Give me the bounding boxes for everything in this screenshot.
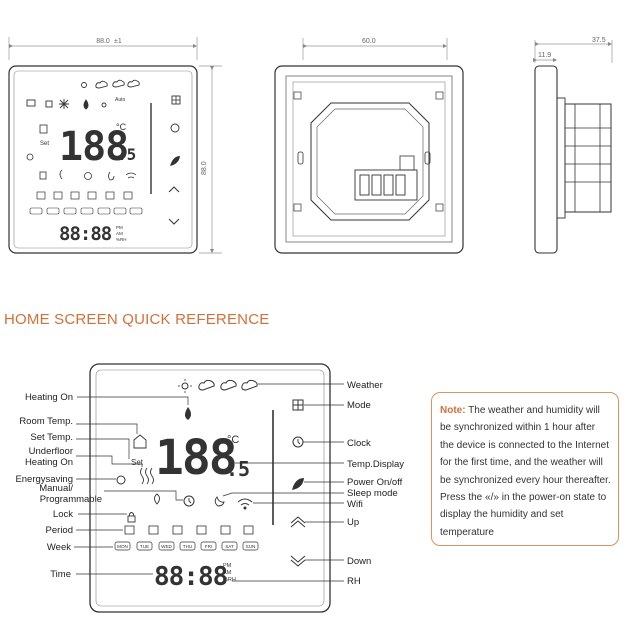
label-period: Period — [46, 525, 73, 536]
temp-decimal: .5 — [226, 457, 250, 481]
label-wifi: Wifi — [347, 499, 363, 510]
temp-digits: 188 — [155, 430, 236, 486]
label-programmable: Programmable — [40, 494, 102, 505]
note-arrows-icon: «/» — [485, 492, 499, 504]
section-title: HOME SCREEN QUICK REFERENCE — [4, 311, 270, 328]
svg-text:Auto: Auto — [115, 97, 126, 103]
label-underfloor-2: Heating On — [25, 457, 73, 468]
note-text-1: The weather and humidity will be synchro… — [440, 405, 611, 504]
weekday-fri: FRI — [205, 544, 212, 549]
label-room-temp: Room Temp. — [19, 416, 73, 427]
up-icon — [290, 516, 306, 528]
svg-text:188: 188 — [59, 124, 128, 170]
time-digits: 88:88 — [154, 562, 228, 592]
leader-lines — [74, 383, 344, 582]
label-heating-on: Heating On — [25, 392, 73, 403]
front-width-dim: 88.0 — [96, 38, 110, 45]
weekday-sun: SUN — [246, 544, 256, 549]
svg-text:AM: AM — [116, 231, 123, 236]
down-icon — [290, 555, 306, 567]
energysaving-icon — [116, 475, 126, 485]
label-rh: RH — [347, 576, 361, 587]
side-face-dim: 11.9 — [538, 52, 551, 59]
svg-text:%RH: %RH — [116, 237, 127, 242]
svg-text:%RH: %RH — [223, 577, 236, 583]
label-underfloor-1: Underfloor — [29, 446, 73, 457]
wifi-icon — [237, 498, 253, 510]
back-view: 60.0 — [274, 38, 464, 254]
manual-icon — [154, 493, 160, 505]
label-temp-display: Temp.Display — [347, 459, 404, 470]
label-sleep: Sleep mode — [347, 488, 398, 499]
power-leaf-icon — [292, 478, 304, 490]
svg-text:AM: AM — [223, 570, 232, 576]
week-row: MON TUE WED THU FRI SAT SUN — [114, 541, 259, 551]
back-width-dim: 60.0 — [362, 38, 376, 45]
svg-text:88:88: 88:88 — [59, 223, 112, 245]
label-manual: Manual/ — [39, 483, 73, 494]
label-time: Time — [50, 569, 71, 580]
side-depth-dim: 37.5 — [592, 37, 606, 44]
svg-text:.5: .5 — [117, 145, 136, 164]
svg-text:°C: °C — [116, 122, 127, 132]
reference-device: Set 188 .5 °C — [89, 363, 331, 613]
label-set-temp: Set Temp. — [30, 432, 73, 443]
svg-text:±1: ±1 — [114, 38, 122, 45]
label-lock: Lock — [53, 509, 73, 520]
front-height-dim: 88.0 — [201, 161, 208, 175]
note-box: Note: The weather and humidity will be s… — [431, 392, 619, 546]
sleep-moon-icon — [214, 496, 225, 507]
temp-unit: °C — [227, 434, 239, 446]
label-mode: Mode — [347, 400, 371, 411]
note-text-2: in the power-on state to display the hum… — [440, 492, 607, 538]
weekday-sat: SAT — [225, 544, 234, 549]
label-energysaving: Energysaving — [15, 474, 73, 485]
flame-icon — [185, 407, 191, 420]
house-icon — [133, 434, 147, 449]
programmable-clock-icon — [183, 495, 195, 507]
svg-text:Set: Set — [40, 141, 49, 147]
underfloor-icon — [140, 467, 154, 485]
front-view: 88.0 ±1 88.0 Auto 188 .5 — [8, 37, 222, 254]
weekday-thu: THU — [183, 544, 192, 549]
label-down: Down — [347, 556, 371, 567]
label-up: Up — [347, 517, 359, 528]
svg-text:PM: PM — [116, 225, 123, 230]
label-power: Power On/off — [347, 477, 403, 488]
weekday-wed: WED — [161, 544, 172, 549]
lock-icon — [127, 512, 136, 523]
period-icons — [124, 525, 254, 535]
side-view: 37.5 11.9 — [532, 37, 613, 254]
svg-text:PM: PM — [223, 563, 232, 569]
label-clock: Clock — [347, 438, 371, 449]
label-weather: Weather — [347, 380, 383, 391]
label-week: Week — [47, 542, 71, 553]
weekday-mon: MON — [117, 544, 128, 549]
note-label: Note: — [440, 405, 466, 416]
svg-text:Set: Set — [131, 458, 144, 467]
mode-grid-icon — [292, 399, 304, 411]
weekday-tue: TUE — [140, 544, 149, 549]
